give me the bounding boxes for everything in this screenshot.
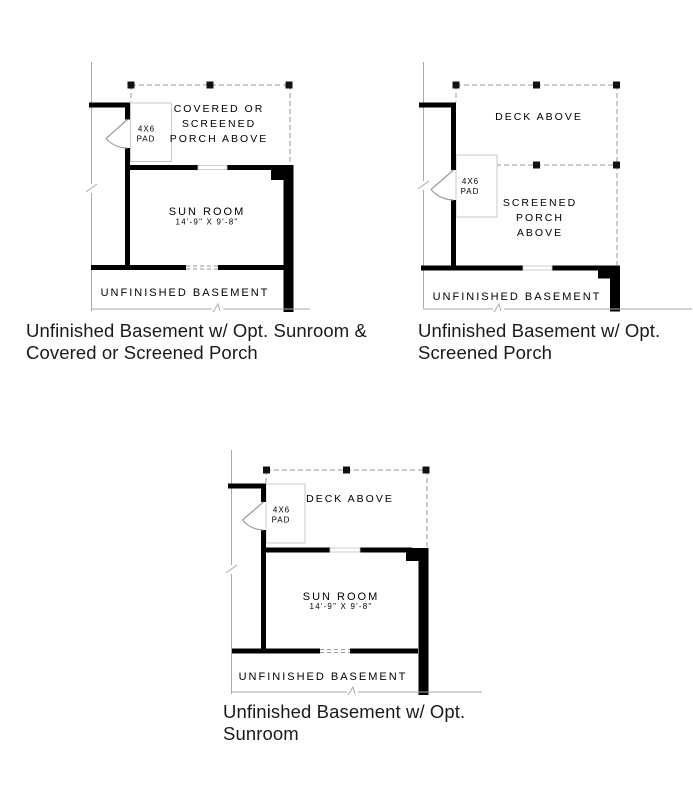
- floor-plan-sunroom: DECK ABOVE 4X6 PAD SUN ROOM 14'-9" X 9'-…: [225, 450, 482, 696]
- pad-label-line1: 4X6: [273, 506, 290, 515]
- room-label: SUN ROOM: [169, 206, 246, 218]
- break-mark-bottom: [347, 685, 356, 696]
- door-leaf: [242, 501, 264, 521]
- porch-label-line2: PORCH: [516, 212, 564, 224]
- floor-plan-screened-porch: DECK ABOVE SCREENED PORCH ABOVE 4X6 PAD …: [417, 62, 692, 313]
- deck-label: DECK ABOVE: [495, 111, 583, 123]
- break-mark-bottom: [212, 302, 221, 313]
- cased-opening: [329, 547, 361, 553]
- deck-post: [127, 81, 135, 89]
- wall-right-heavy: [610, 265, 620, 312]
- pad-outline: [455, 154, 498, 218]
- room-dimensions: 14'-9" X 9'-8": [176, 218, 239, 227]
- caption-plan2-line2: Screened Porch: [418, 341, 553, 363]
- break-mask: [347, 688, 358, 696]
- pad-outline: [265, 483, 306, 544]
- caption-plan1-line2: Covered or Screened Porch: [26, 341, 258, 363]
- pad-label-line2: PAD: [461, 187, 480, 196]
- caption-plan3: Unfinished Basement w/ Opt. Sunroom: [223, 701, 465, 744]
- pad-label-line2: PAD: [272, 516, 291, 525]
- porch-label-line2: SCREENED: [182, 118, 256, 130]
- cased-opening: [197, 165, 228, 170]
- deck-post: [263, 466, 270, 474]
- break-mark-left: [85, 183, 98, 193]
- break-mark-bottom: [493, 302, 502, 313]
- porch-post: [533, 161, 540, 169]
- door-leaf: [430, 169, 454, 190]
- porch-label-line3: ABOVE: [517, 227, 563, 239]
- porch-label-line3: PORCH ABOVE: [170, 133, 268, 145]
- door-swing-arc: [242, 519, 264, 531]
- break-mark-left: [417, 180, 430, 190]
- break-mark-left: [225, 564, 238, 574]
- basement-label: UNFINISHED BASEMENT: [433, 291, 602, 303]
- break-mask: [418, 181, 430, 190]
- pad-label-line2: PAD: [137, 135, 156, 144]
- door-leaf: [105, 119, 128, 139]
- porch-label-line1: SCREENED: [503, 197, 577, 209]
- deck-label: DECK ABOVE: [306, 493, 394, 505]
- porch-label-line1: COVERED OR: [174, 103, 265, 115]
- floor-plan-sunroom-covered-porch: COVERED OR SCREENED PORCH ABOVE 4X6 PAD …: [85, 62, 310, 313]
- deck-post: [343, 466, 350, 474]
- basement-label: UNFINISHED BASEMENT: [101, 287, 270, 299]
- caption-plan2-line1: Unfinished Basement w/ Opt.: [418, 320, 661, 341]
- door-swing-arc: [430, 189, 454, 201]
- deck-post: [452, 81, 460, 89]
- basement-label: UNFINISHED BASEMENT: [239, 671, 408, 683]
- room-label: SUN ROOM: [303, 591, 380, 603]
- deck-post: [285, 81, 293, 89]
- deck-post: [613, 81, 620, 89]
- pad-label-line1: 4X6: [462, 177, 479, 186]
- deck-post: [422, 466, 430, 474]
- break-mask: [212, 305, 223, 313]
- door-swing-arc: [105, 138, 128, 149]
- caption-plan1: Unfinished Basement w/ Opt. Sunroom & Co…: [26, 320, 367, 363]
- caption-plan3-line2: Sunroom: [223, 722, 299, 744]
- pad-outline: [130, 102, 172, 162]
- break-mask: [226, 565, 238, 574]
- caption-plan3-line1: Unfinished Basement w/ Opt.: [223, 701, 466, 722]
- wall-right-heavy: [418, 548, 429, 695]
- porch-post: [613, 161, 620, 169]
- pad-label-line1: 4X6: [138, 125, 155, 134]
- room-dimensions: 14'-9" X 9'-8": [310, 602, 373, 611]
- break-mask: [493, 305, 504, 313]
- wall-right-heavy: [283, 165, 294, 312]
- caption-plan1-line1: Unfinished Basement w/ Opt. Sunroom &: [26, 320, 367, 341]
- cased-opening: [522, 265, 553, 271]
- deck-post: [533, 81, 540, 89]
- deck-post: [206, 81, 214, 89]
- caption-plan2: Unfinished Basement w/ Opt. Screened Por…: [418, 320, 660, 363]
